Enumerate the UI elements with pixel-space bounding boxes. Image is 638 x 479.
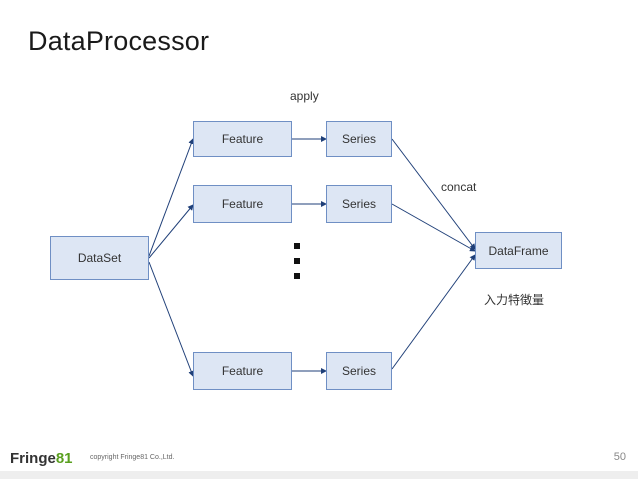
logo-number: 81 [55,450,73,467]
edge-series-3-dataframe [391,254,476,370]
edge-dataset-feature-1 [148,138,195,257]
feature-node-2: Feature [193,185,292,223]
footer-divider [0,471,638,479]
page-number: 50 [613,451,626,463]
logo-text: Fringe [10,450,56,467]
copyright-text: copyright Fringe81 Co.,Ltd. [90,454,175,461]
edge-dataset-feature-2 [148,204,194,259]
feature-node-3: Feature [193,352,292,390]
series-node-2: Series [326,185,392,223]
fringe81-logo: Fringe81 [10,450,73,467]
edge-series-1-dataframe [391,138,476,250]
dataframe-node: DataFrame [475,232,562,269]
series-node-1: Series [326,121,392,157]
slide-title: DataProcessor [28,26,210,56]
dataset-node: DataSet [50,236,149,280]
feature-node-1: Feature [193,121,292,157]
concat-label: concat [441,180,477,194]
input-features-label: 入力特徴量 [484,293,545,307]
apply-label: apply [290,89,319,103]
edge-dataset-feature-3 [148,261,194,377]
series-node-3: Series [326,352,392,390]
vertical-ellipsis-icon [294,243,300,279]
edge-series-2-dataframe [391,203,476,252]
